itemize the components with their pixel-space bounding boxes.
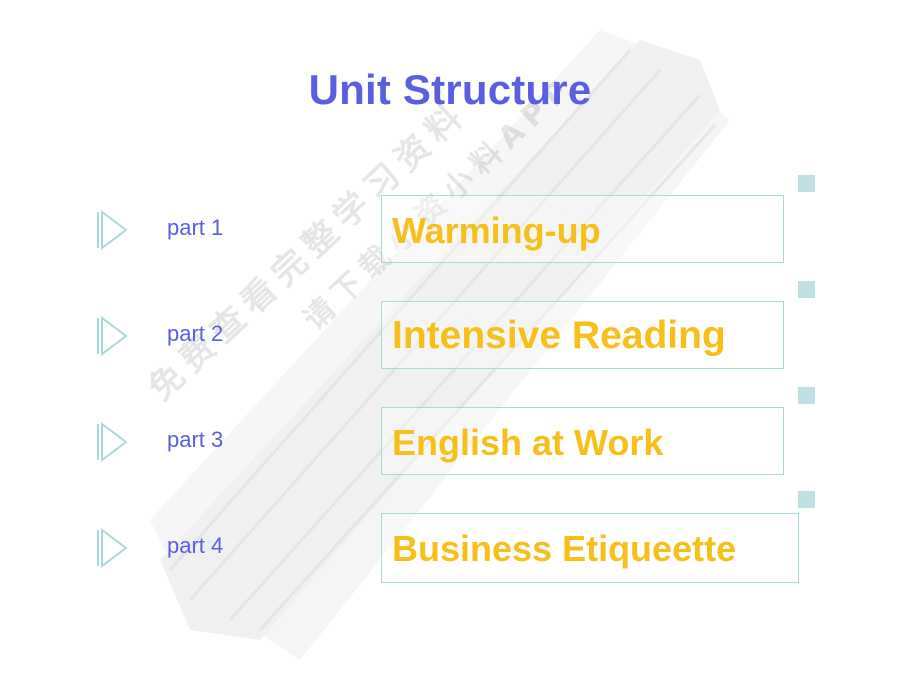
decorative-square (798, 175, 815, 192)
part-row-4: part 4 Business Etiqueette (0, 491, 900, 593)
part-title: Business Etiqueette (392, 528, 737, 569)
part-label: part 4 (167, 533, 224, 558)
part-title-box: Warming-up (381, 195, 784, 263)
part-label: part 3 (167, 427, 224, 452)
decorative-square (798, 491, 815, 508)
part-row-3: part 3 English at Work (0, 387, 900, 487)
play-outline-icon (97, 528, 128, 568)
decorative-square (798, 281, 815, 298)
part-row-2: part 2 Intensive Reading (0, 281, 900, 381)
part-title: Intensive Reading (392, 314, 726, 357)
play-outline-icon (97, 210, 128, 250)
part-title-box: Intensive Reading (381, 301, 784, 369)
part-title-box: Business Etiqueette (381, 513, 799, 583)
watermark-line-2: 请下载小资小料APP (296, 68, 583, 338)
part-title: Warming-up (392, 210, 601, 251)
part-label: part 1 (167, 215, 224, 240)
part-title-box: English at Work (381, 407, 784, 475)
part-label: part 2 (167, 321, 224, 346)
decorative-square (798, 387, 815, 404)
play-outline-icon (97, 316, 128, 356)
part-row-1: part 1 Warming-up (0, 175, 900, 275)
play-outline-icon (97, 422, 128, 462)
slide-title: Unit Structure (308, 66, 592, 113)
part-title: English at Work (392, 422, 664, 463)
